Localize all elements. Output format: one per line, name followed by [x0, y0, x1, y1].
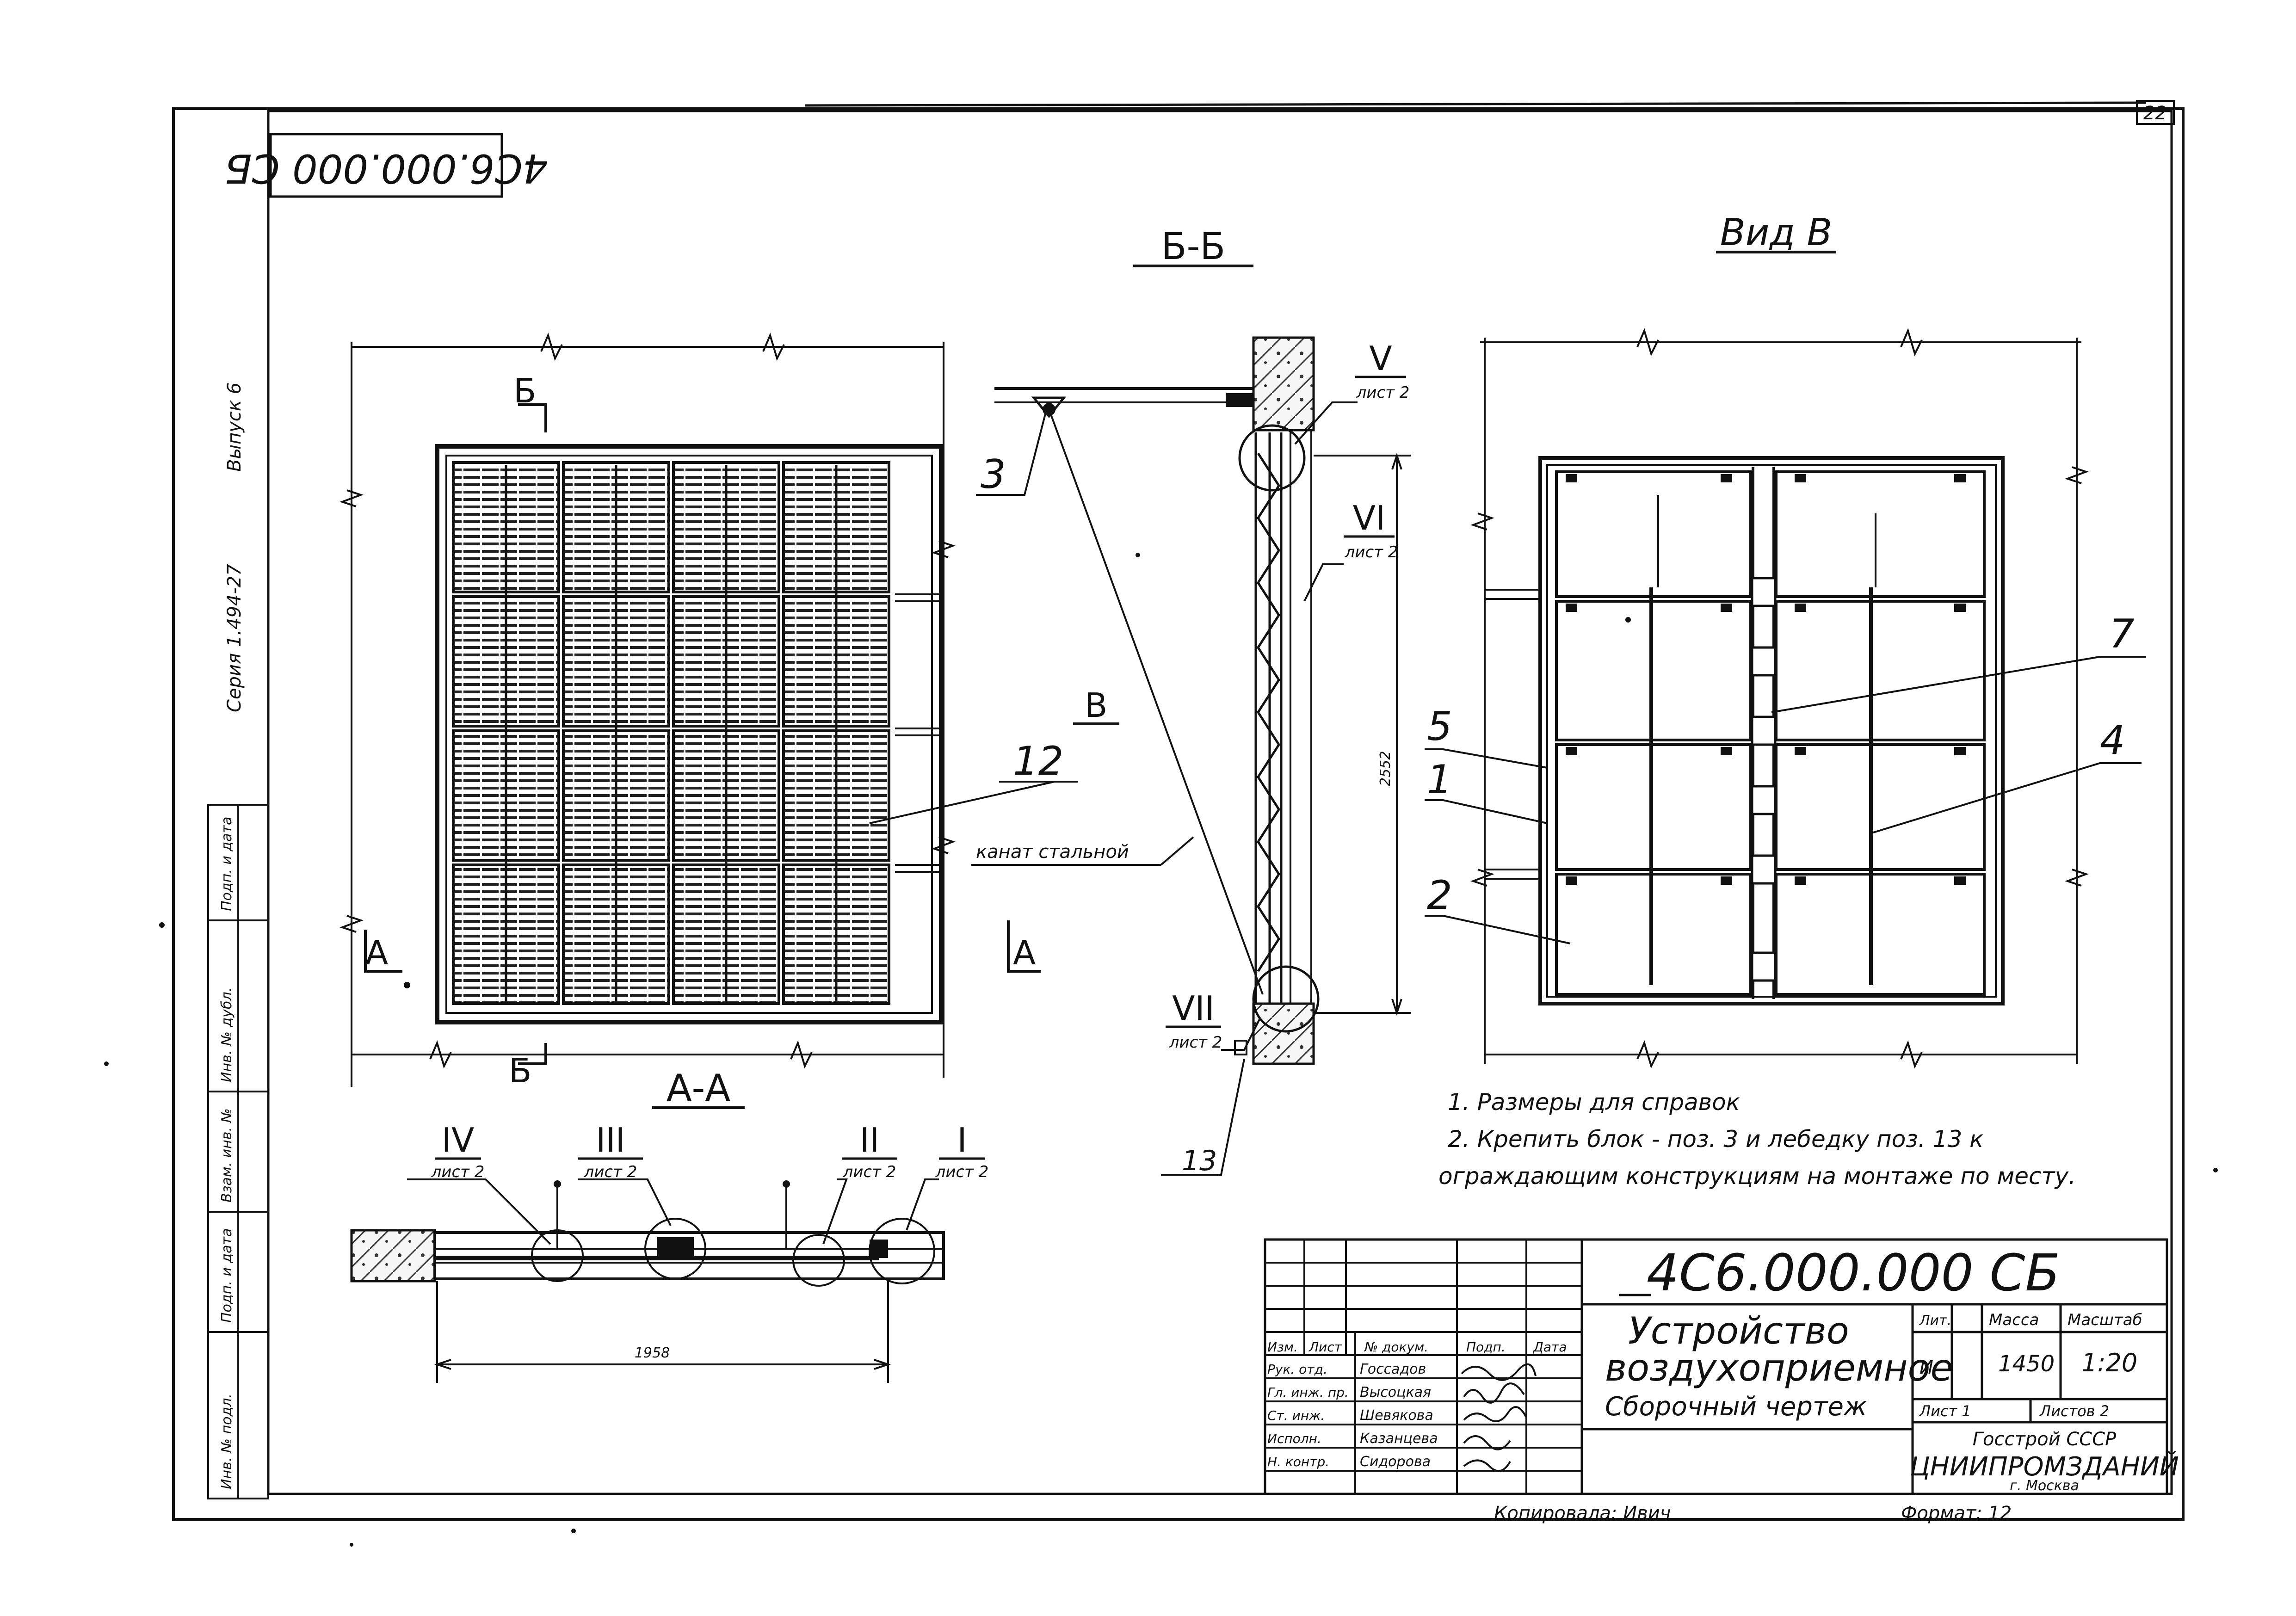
title-block: Изм. Лист № докум. Подп. Дата Рук. отд. …	[1264, 1238, 2179, 1495]
callout-2: 2	[1427, 872, 1452, 919]
cut-b-bottom: Б	[509, 1051, 531, 1090]
margin-stamp-col-1: Подп. и дата	[219, 1228, 235, 1323]
rotated-stamp-code: 4С6.000.000 СБ	[225, 145, 548, 191]
detail-VI-sheet: лист 2	[1345, 543, 1398, 561]
tb-header-doc: № докум.	[1364, 1339, 1428, 1355]
tb-org-line2: ЦНИИПРОМЗДАНИЙ	[1910, 1452, 2179, 1482]
tb-name-line2: воздухоприемное	[1605, 1346, 1953, 1389]
tb-header-date: Дата	[1532, 1339, 1567, 1355]
tb-name-line3: Сборочный чертеж	[1605, 1392, 1867, 1422]
detail-II-label: II	[860, 1121, 879, 1160]
note-3: ограждающим конструкциям на монтаже по м…	[1438, 1163, 2076, 1190]
tb-name-4: Сидорова	[1360, 1454, 1431, 1470]
signatures	[1461, 1363, 1537, 1472]
callout-3: 3	[981, 451, 1006, 498]
callout-13: 13	[1182, 1145, 1217, 1177]
tb-role-3: Исполн.	[1267, 1431, 1321, 1446]
tb-role-2: Ст. инж.	[1267, 1408, 1325, 1423]
detail-VI-label: VI	[1353, 499, 1386, 537]
detail-III-label: III	[596, 1121, 625, 1160]
callout-5: 5	[1427, 703, 1452, 750]
tb-sheets-label: Листов 2	[2039, 1402, 2109, 1420]
view-v-title: Вид В	[1720, 211, 1833, 254]
section-bb: Б-Б 2552	[971, 225, 1411, 1177]
detail-II-sheet: лист 2	[843, 1163, 896, 1181]
tb-name-3: Казанцева	[1360, 1431, 1438, 1447]
section-aa: IV лист 2 III лист 2 II лист 2 I лист 2 …	[350, 1121, 989, 1383]
detail-III-sheet: лист 2	[584, 1163, 637, 1181]
tb-scale-value: 1:20	[2081, 1348, 2137, 1377]
detail-V-label: V	[1369, 339, 1392, 378]
issue-label: Выпуск 6	[224, 382, 245, 472]
cut-b-top: Б	[513, 371, 536, 410]
tb-org-line3: г. Москва	[2010, 1478, 2079, 1494]
detail-IV-label: IV	[442, 1121, 475, 1160]
sheet-number-top: 22	[2143, 103, 2167, 124]
front-view: Б Б А А 12 А-А	[339, 333, 1078, 1110]
tb-header-list: Лист	[1308, 1339, 1342, 1355]
rope-label: канат стальной	[976, 841, 1129, 863]
tb-name-2: Шевякова	[1360, 1407, 1433, 1424]
margin-stamp-table	[207, 804, 269, 1499]
tb-role-1: Гл. инж. пр.	[1267, 1385, 1349, 1400]
margin-stamp-col-4: Подп. и дата	[219, 817, 235, 911]
tb-code: 4С6.000.000 СБ	[1647, 1243, 2060, 1302]
arrow-v-label: В	[1085, 686, 1107, 725]
detail-VII-sheet: лист 2	[1169, 1033, 1222, 1052]
margin-stamp-col-0: Инв. № подл.	[219, 1394, 235, 1489]
sheet-frame	[172, 100, 2185, 1521]
footer-copied: Копировала: Ивич	[1494, 1503, 1671, 1524]
view-v: Вид В	[1425, 211, 2146, 1069]
tb-role-0: Рук. отд.	[1267, 1362, 1327, 1377]
tb-header-mass: Масса	[1989, 1311, 2039, 1329]
detail-I-sheet: лист 2	[935, 1163, 989, 1181]
rotated-stamp: 4С6.000.000 СБ	[225, 133, 548, 198]
tb-header-izm: Изм.	[1267, 1339, 1298, 1355]
callout-12: 12	[1013, 738, 1063, 784]
tb-header-lit: Лит.	[1919, 1313, 1951, 1329]
cut-a-left: А	[365, 933, 388, 972]
tb-name-line1: Устройство	[1628, 1309, 1849, 1352]
cut-a-right: А	[1013, 933, 1036, 972]
tb-name-1: Высоцкая	[1360, 1384, 1431, 1400]
callout-4: 4	[2100, 717, 2125, 764]
tb-name-0: Госсадов	[1360, 1361, 1426, 1377]
note-2: 2. Крепить блок - поз. 3 и лебедку поз. …	[1448, 1126, 1983, 1153]
detail-V-sheet: лист 2	[1356, 383, 1410, 402]
tb-org-line1: Госстрой СССР	[1973, 1429, 2117, 1450]
callout-7: 7	[2109, 611, 2135, 657]
detail-VII-label: VII	[1172, 989, 1215, 1028]
tb-role-4: Н. контр.	[1267, 1454, 1329, 1469]
scan-specks	[104, 553, 2218, 1547]
callout-1: 1	[1427, 757, 1452, 803]
detail-I-label: I	[957, 1121, 967, 1160]
tb-header-scale: Масштаб	[2068, 1311, 2142, 1329]
tb-header-sign: Подп.	[1466, 1339, 1506, 1355]
series-label: Серия 1.494-27	[224, 564, 245, 712]
louver-grid	[452, 461, 890, 1005]
detail-IV-sheet: лист 2	[431, 1163, 485, 1181]
tb-lit-value: И	[1920, 1357, 1933, 1378]
section-aa-title: А-А	[667, 1067, 731, 1110]
margin-stamp-col-3: Инв. № дубл.	[219, 987, 235, 1082]
tb-sheet-label: Лист 1	[1919, 1402, 1971, 1420]
note-1: 1. Размеры для справок	[1448, 1089, 1740, 1116]
notes: 1. Размеры для справок 2. Крепить блок -…	[1438, 1089, 2076, 1190]
dimension-height-bb: 2552	[1377, 751, 1394, 786]
left-margin: Серия 1.494-27 Выпуск 6 Инв. № подл. Под…	[207, 382, 269, 1499]
tb-mass-value: 1450	[1998, 1351, 2055, 1377]
margin-stamp-col-2: Взам. инв. №	[219, 1108, 235, 1203]
footer-format: Формат: 12	[1901, 1503, 2012, 1524]
dimension-width-aa: 1958	[635, 1345, 670, 1361]
section-bb-title: Б-Б	[1161, 225, 1226, 268]
